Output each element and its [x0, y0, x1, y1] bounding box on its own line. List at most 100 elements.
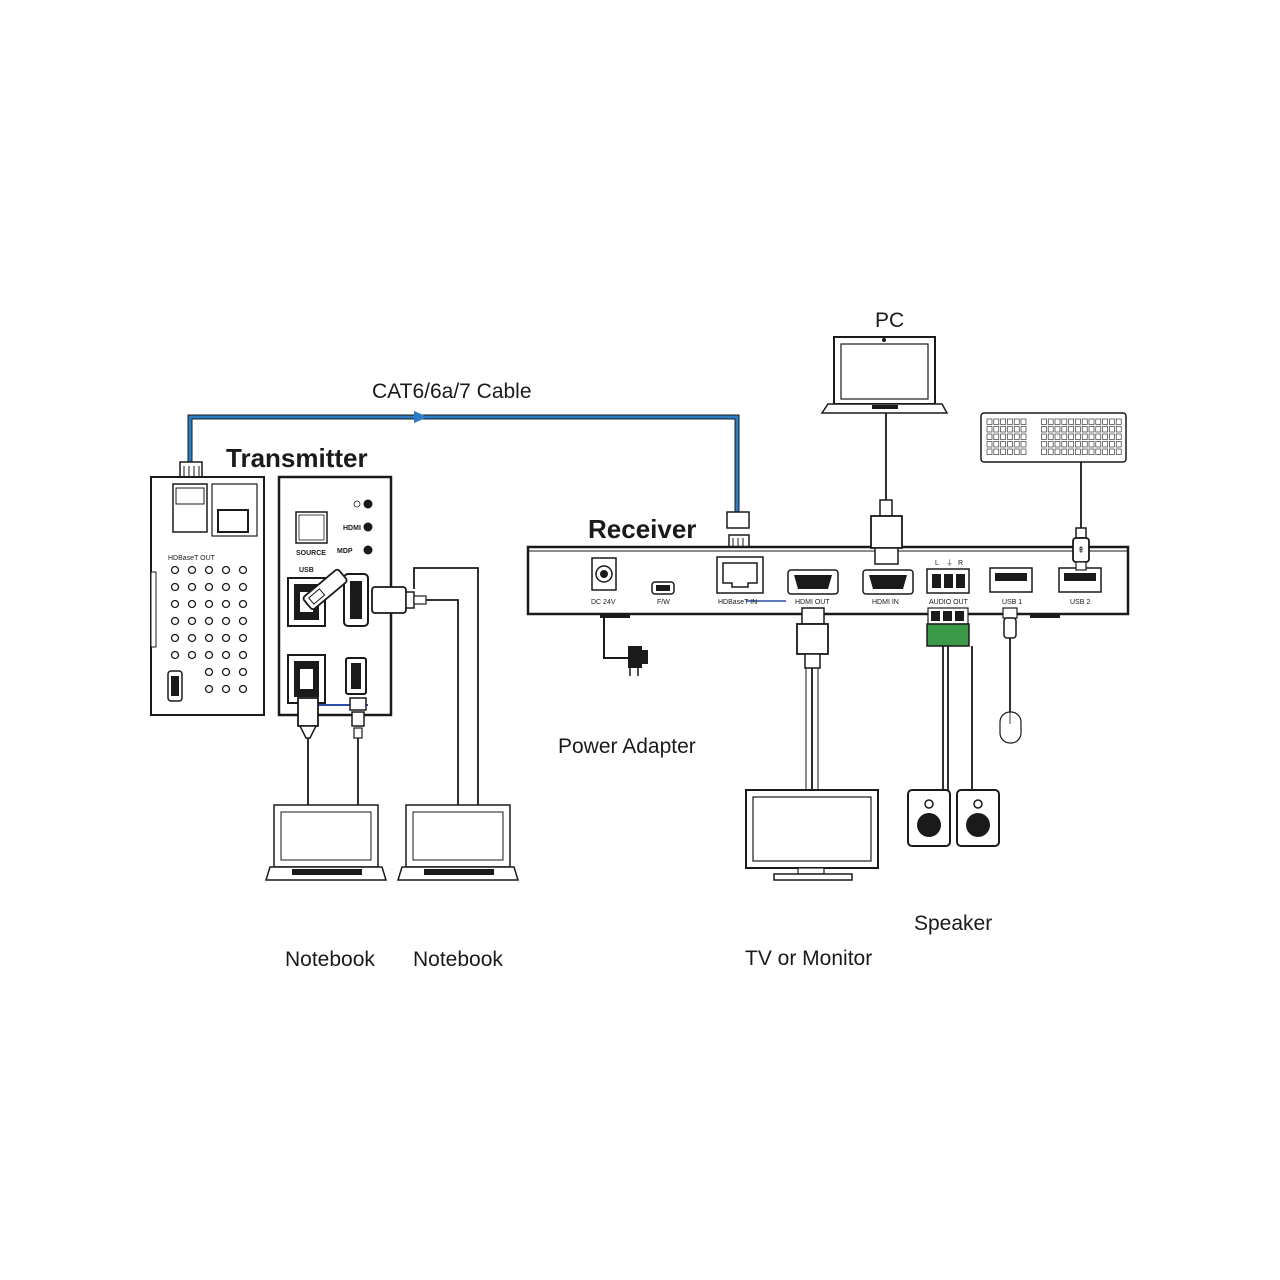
keyboard-key — [1075, 441, 1081, 448]
tv-hdmi-cable — [796, 607, 829, 790]
pc-laptop-icon — [820, 336, 949, 414]
keyboard-key — [1109, 426, 1115, 433]
cat6-cable — [187, 411, 740, 512]
keyboard-key — [1088, 433, 1095, 440]
keyboard-key — [1102, 441, 1108, 448]
vent-hole — [187, 650, 197, 660]
usb-plug-bottom — [297, 697, 319, 805]
keyboard-key — [1054, 426, 1061, 433]
vent-hole — [204, 565, 214, 575]
transmitter-side-panel: HDBaseT OUT — [150, 476, 265, 716]
keyboard-key — [1020, 418, 1027, 425]
hdmi-led-label: HDMI — [343, 525, 361, 532]
notebook-2-icon — [396, 804, 520, 881]
vent-hole — [238, 565, 248, 575]
keyboard-key — [1081, 448, 1088, 455]
keyboard-key — [1102, 433, 1108, 440]
keyboard-key — [1020, 448, 1027, 455]
keyboard-key — [1115, 441, 1122, 448]
keyboard-key — [1013, 433, 1020, 440]
audio-l-label: L — [935, 560, 939, 567]
hdmi-led — [363, 522, 373, 532]
keyboard-key — [1102, 448, 1108, 455]
keyboard-key — [1054, 441, 1061, 448]
speaker-cables — [942, 646, 973, 790]
keyboard-key — [1095, 448, 1102, 455]
vent-hole — [170, 565, 180, 575]
speaker-right-icon — [956, 789, 1000, 847]
usb-symbol-icon: ⇞ — [1077, 545, 1085, 555]
power-adapter-label: Power Adapter — [558, 735, 696, 758]
vent-hole — [204, 616, 214, 626]
keyboard-key — [986, 433, 993, 440]
keyboard-key — [1000, 433, 1006, 440]
notebook-2-label: Notebook — [413, 948, 503, 971]
vent-hole — [238, 582, 248, 592]
keyboard-key — [1007, 418, 1013, 425]
vent-hole — [204, 582, 214, 592]
green-terminal-block — [926, 607, 970, 647]
keyboard-key — [1047, 441, 1054, 448]
vent-hole — [187, 599, 197, 609]
keyboard-key — [1081, 441, 1088, 448]
fw-label: F/W — [657, 599, 670, 606]
keyboard-key — [1041, 433, 1047, 440]
keyboard-key — [1075, 433, 1081, 440]
keyboard-key — [1041, 448, 1047, 455]
keyboard-key — [1102, 426, 1108, 433]
keyboard-key — [1013, 448, 1020, 455]
vent-hole — [221, 616, 231, 626]
keyboard-key — [1054, 418, 1061, 425]
keyboard-key — [1115, 418, 1122, 425]
audio-out-label: AUDIO OUT — [929, 599, 969, 606]
pc-label: PC — [875, 309, 904, 332]
vent-hole — [221, 684, 231, 694]
vent-hole — [187, 616, 197, 626]
keyboard-key — [1013, 426, 1020, 433]
keyboard-key — [1095, 426, 1102, 433]
vent-hole — [170, 582, 180, 592]
keyboard-key — [1000, 441, 1006, 448]
vent-hole — [221, 565, 231, 575]
usb-label: USB — [299, 567, 314, 574]
keyboard-key — [986, 441, 993, 448]
keyboard-key — [1007, 433, 1013, 440]
keyboard-key — [1047, 433, 1054, 440]
vent-hole — [221, 633, 231, 643]
vent-hole — [204, 650, 214, 660]
vent-hole — [221, 599, 231, 609]
vent-hole — [170, 616, 180, 626]
keyboard-key — [1068, 441, 1074, 448]
transmitter-title: Transmitter — [226, 443, 368, 473]
keyboard-key — [1007, 426, 1013, 433]
keyboard-key — [1047, 448, 1054, 455]
keyboard-key — [1075, 418, 1081, 425]
cable-direction-arrow — [414, 411, 428, 423]
notebook-2-cables — [413, 567, 479, 805]
keyboard-icon — [980, 412, 1127, 463]
usb2-label: USB 2 — [1070, 599, 1090, 606]
keyboard-key — [1109, 448, 1115, 455]
hdmi-plug-transmitter — [371, 586, 427, 614]
keyboard-key — [1041, 426, 1047, 433]
keyboard-key — [1007, 448, 1013, 455]
tv-label: TV or Monitor — [745, 947, 872, 970]
mouse-usb-cable — [1002, 607, 1018, 712]
vent-hole — [221, 582, 231, 592]
keyboard-key — [1000, 448, 1006, 455]
keyboard-key — [993, 441, 1000, 448]
keyboard-key — [1068, 426, 1074, 433]
keyboard-key — [1013, 441, 1020, 448]
keyboard-key — [1020, 426, 1027, 433]
keyboard-key — [993, 448, 1000, 455]
mouse-icon — [999, 711, 1022, 744]
keyboard-key — [1061, 426, 1068, 433]
audio-ground-label: ⏚ — [946, 559, 953, 567]
rj45-plug-receiver — [726, 511, 750, 552]
keyboard-key — [1054, 448, 1061, 455]
dc-label: DC 24V — [591, 599, 616, 606]
keyboard-key — [993, 426, 1000, 433]
hdbaset-in-label: HDBaseT IN — [718, 599, 757, 606]
keyboard-key — [1102, 418, 1108, 425]
keyboard-key — [1054, 433, 1061, 440]
